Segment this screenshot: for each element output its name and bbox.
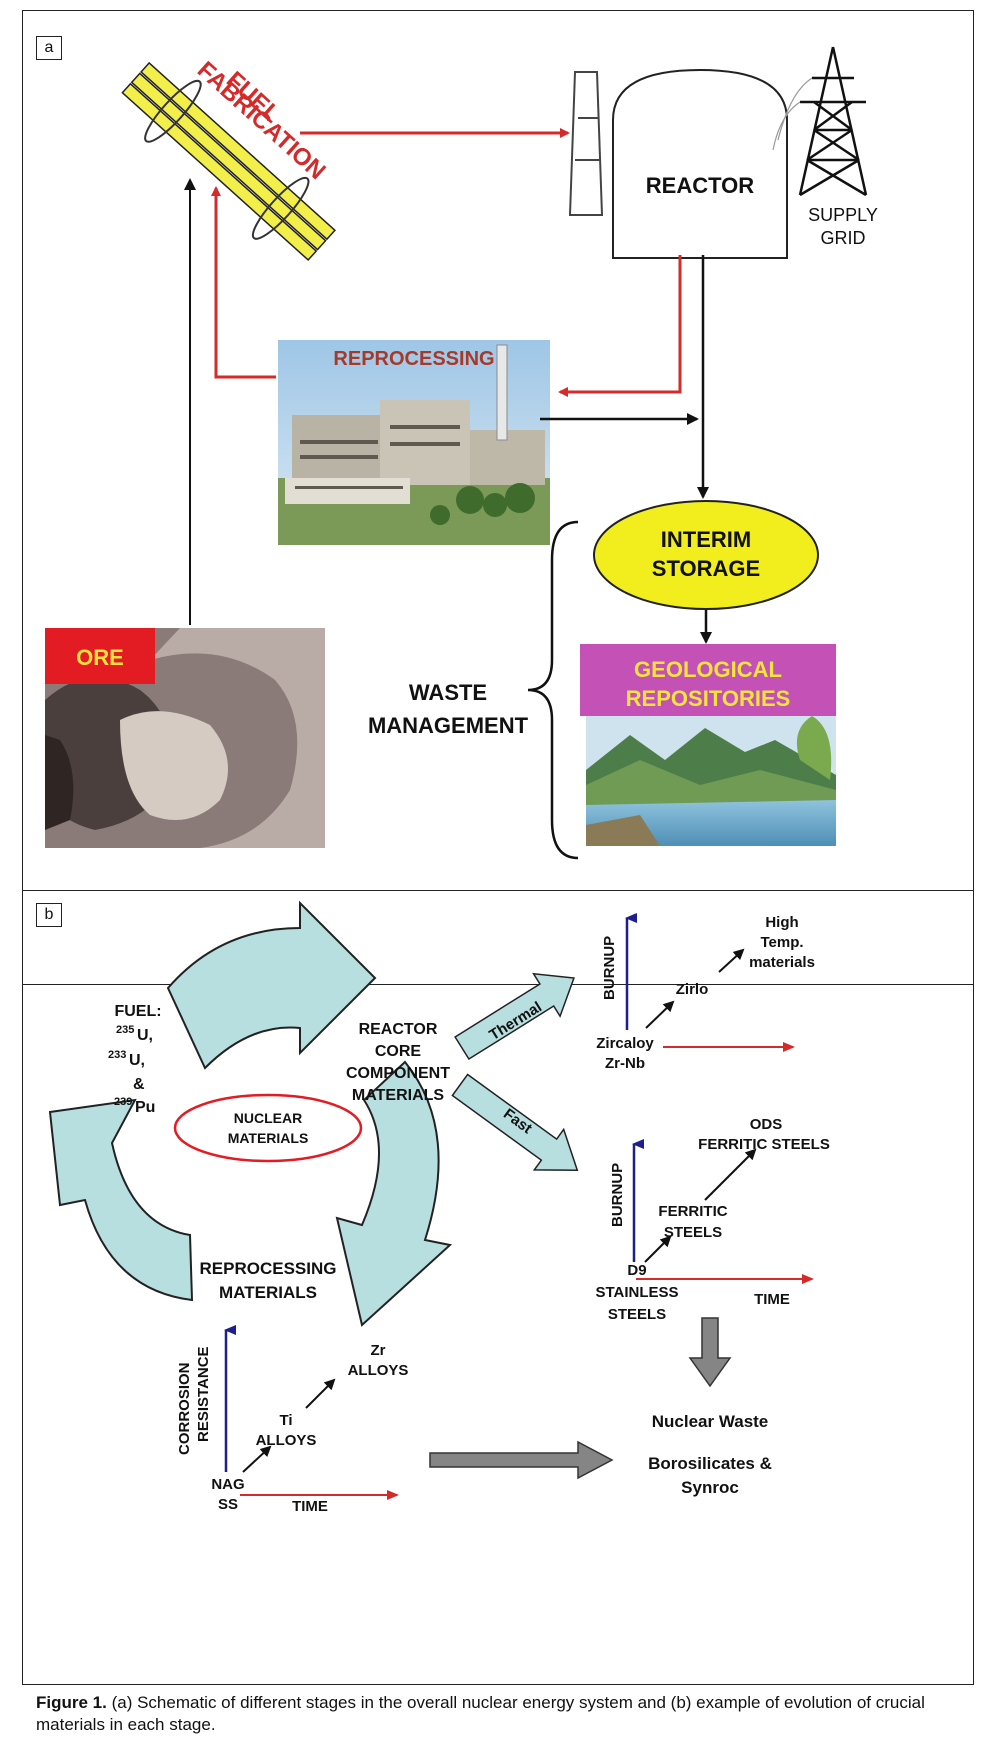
- fast-time: TIME: [754, 1291, 790, 1308]
- fuel-pu239: Pu: [135, 1099, 155, 1116]
- reprocessing-start-line1: NAG: [211, 1476, 244, 1493]
- fuel-u233-mass: 233: [108, 1049, 126, 1061]
- fuel-composition: FUEL: 235 U, 233 U, & 239 Pu: [108, 1003, 162, 1116]
- geological-repositories-line2: REPOSITORIES: [626, 686, 791, 711]
- cycle-arrows: [48, 900, 453, 1327]
- geological-repositories-line1: GEOLOGICAL: [634, 657, 782, 682]
- waste-management-line2: MANAGEMENT: [368, 713, 529, 738]
- fuel-amp: &: [133, 1076, 145, 1093]
- reactor-core-line4: MATERIALS: [352, 1087, 444, 1104]
- nuclear-waste-label: Nuclear Waste: [652, 1412, 769, 1431]
- figure-caption: Figure 1. (a) Schematic of different sta…: [36, 1692, 966, 1736]
- reactor-dome-icon: [612, 68, 788, 259]
- fast-chart-axis: BURNUP: [609, 1163, 626, 1227]
- panel-b-diagram: FUEL: 235 U, 233 U, & 239 Pu NUCLEAR MAT…: [48, 900, 830, 1515]
- ore-photo: [45, 628, 325, 848]
- ore-label: ORE: [76, 645, 124, 670]
- reprocessing-materials-line1: REPROCESSING: [200, 1259, 337, 1278]
- fuel-u233: U,: [129, 1052, 145, 1069]
- fast-end-line2: FERRITIC STEELS: [698, 1136, 830, 1153]
- gray-down-arrow: [688, 1317, 732, 1388]
- fast-start-line2: STAINLESS: [595, 1284, 678, 1301]
- interim-storage-line1: INTERIM: [661, 527, 751, 552]
- fuel-u235-mass: 235: [116, 1024, 134, 1036]
- interim-storage-ellipse: [593, 500, 819, 610]
- reprocessing-chart: CORROSION RESISTANCE NAG SS Ti ALLOYS Zr…: [176, 1325, 409, 1515]
- reactor-label: REACTOR: [646, 173, 754, 198]
- thermal-chart: BURNUP Zircaloy Zr-Nb Zirlo High Temp. m…: [596, 913, 815, 1072]
- thermal-start-line2: Zr-Nb: [605, 1055, 645, 1072]
- reprocessing-plant-photo: [278, 340, 550, 545]
- panel-a-arrows: [184, 128, 712, 644]
- nuclear-materials-ellipse: [173, 1093, 363, 1163]
- cycle-arrow-left: [48, 1098, 194, 1302]
- fuel-rods-illustration: [121, 61, 336, 262]
- thermal-chart-axis: BURNUP: [601, 936, 618, 1000]
- nuclear-materials-line1: NUCLEAR: [234, 1110, 302, 1126]
- waste-forms-line1: Borosilicates &: [648, 1454, 772, 1473]
- reprocessing-end-line2: ALLOYS: [348, 1362, 409, 1379]
- thermal-end-line1: High: [765, 914, 798, 931]
- thermal-end-line2: Temp.: [760, 934, 803, 951]
- interim-storage-line2: STORAGE: [652, 556, 760, 581]
- panel-a-tag: a: [36, 36, 62, 60]
- reprocessing-start-line2: SS: [218, 1496, 238, 1513]
- reprocessing-axis-line1: CORROSION: [176, 1362, 193, 1455]
- reprocessing-time: TIME: [292, 1498, 328, 1515]
- cycle-arrow-right: [335, 1060, 453, 1327]
- thermal-end-line3: materials: [749, 954, 815, 971]
- supply-grid-line2: GRID: [821, 228, 866, 248]
- panel-a-diagram: FUEL FABRICATION REACTOR SUPPLY GRID REP…: [45, 46, 878, 860]
- reprocessing-end-line1: Zr: [371, 1342, 386, 1359]
- reactor-core-line3: COMPONENT: [346, 1065, 450, 1082]
- reactor-core-line2: CORE: [375, 1043, 422, 1060]
- reprocessing-axis-line2: RESISTANCE: [195, 1346, 212, 1442]
- fast-mid-line1: FERRITIC: [658, 1203, 727, 1220]
- waste-management-line1: WASTE: [409, 680, 487, 705]
- reprocessing-materials-line2: MATERIALS: [219, 1283, 317, 1302]
- fast-start-line3: STEELS: [608, 1306, 666, 1323]
- caption-label: Figure 1.: [36, 1693, 107, 1712]
- fast-start-line1: D9: [627, 1262, 646, 1279]
- cooling-tower-icon: [568, 71, 604, 216]
- panel-b-tag: b: [36, 903, 62, 927]
- reprocessing-mid-line2: ALLOYS: [256, 1432, 317, 1449]
- cycle-arrow-top: [166, 900, 377, 1070]
- landscape-painting: [586, 716, 836, 846]
- fast-end-line1: ODS: [750, 1116, 783, 1133]
- caption-text: (a) Schematic of different stages in the…: [36, 1693, 925, 1734]
- thermal-mid: Zirlo: [676, 981, 709, 998]
- thermal-start-line1: Zircaloy: [596, 1035, 654, 1052]
- fuel-pu239-mass: 239: [114, 1096, 132, 1108]
- fuel-title: FUEL:: [114, 1003, 161, 1020]
- reprocessing-label: REPROCESSING: [333, 348, 494, 370]
- supply-grid-line1: SUPPLY: [808, 205, 878, 225]
- geological-repositories-banner: [580, 644, 836, 716]
- reactor-core-line1: REACTOR: [359, 1021, 438, 1038]
- thermal-arrow: [454, 972, 575, 1061]
- gray-right-arrow: [429, 1440, 614, 1480]
- transmission-tower-icon: [772, 46, 868, 197]
- ore-banner: [45, 628, 155, 684]
- panel-b-frame: [22, 890, 974, 1685]
- reactor-core-label: REACTOR CORE COMPONENT MATERIALS: [346, 1021, 450, 1104]
- fast-chart: BURNUP D9 STAINLESS STEELS FERRITIC STEE…: [595, 1116, 829, 1323]
- fast-arrow: [451, 1073, 579, 1171]
- reprocessing-mid-line1: Ti: [279, 1412, 292, 1429]
- panel-a-frame: [22, 10, 974, 985]
- fuel-u235: U,: [137, 1027, 153, 1044]
- waste-forms-line2: Synroc: [681, 1478, 739, 1497]
- waste-management-brace: [527, 520, 579, 860]
- fast-mid-line2: STEELS: [664, 1224, 722, 1241]
- nuclear-materials-line2: MATERIALS: [228, 1130, 309, 1146]
